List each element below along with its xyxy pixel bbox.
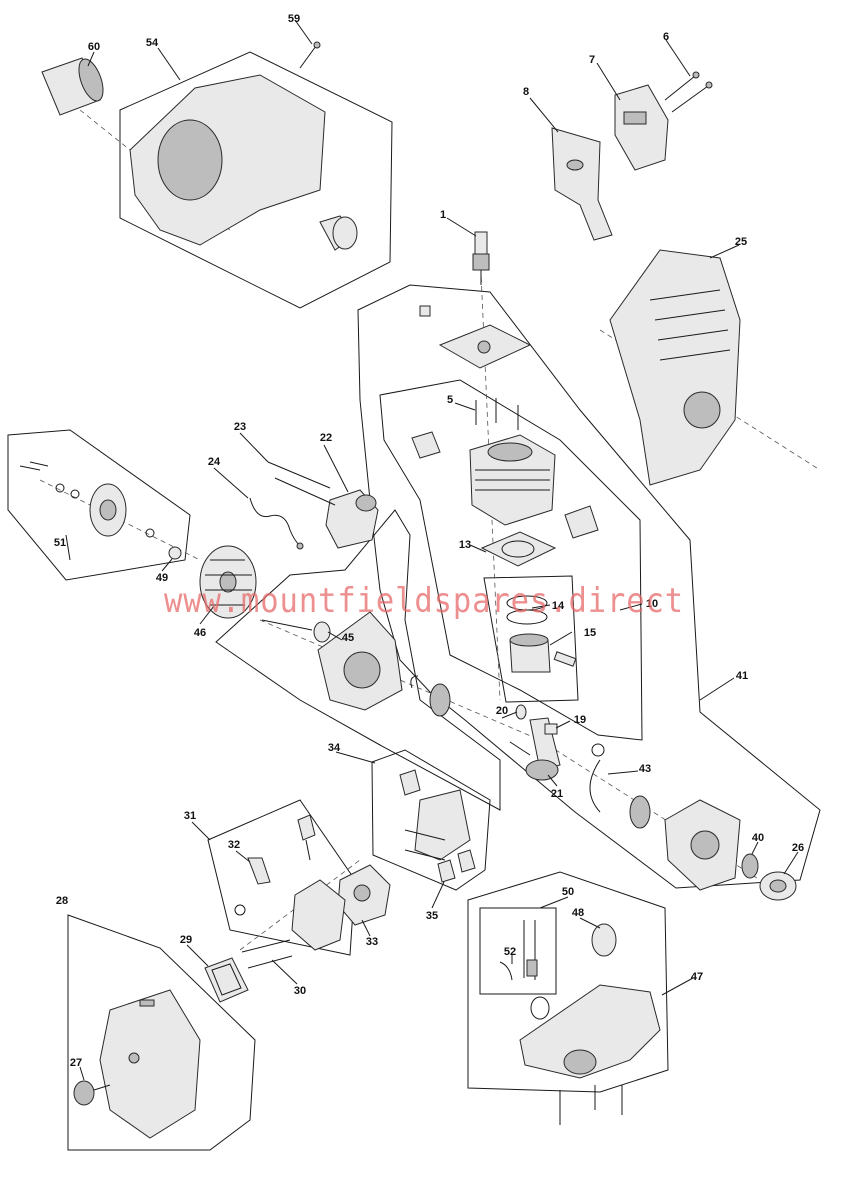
group-28-outline: [67, 914, 256, 1151]
callout-13: 13: [459, 539, 471, 551]
callout-8: 8: [523, 86, 529, 98]
group-47-outline: [467, 871, 669, 1093]
part-cylinder-plate: [419, 305, 532, 369]
callout-43: 43: [639, 763, 651, 775]
axis-51: [39, 479, 201, 561]
callout-32: 32: [228, 839, 240, 851]
callout-60: 60: [88, 41, 100, 53]
group-34-outline: [371, 749, 491, 891]
part-59-screw: [299, 41, 321, 69]
part-43-circlip: [589, 743, 605, 813]
callout-14: 14: [552, 600, 565, 612]
part-34-intake: [399, 769, 471, 861]
part-6-bolts: [664, 71, 713, 113]
part-32-choke: [234, 857, 271, 916]
part-22-ignition-coil: [325, 489, 379, 549]
callout-15: 15: [584, 627, 596, 639]
part-31-filter-base: [291, 814, 346, 951]
part-19-bearing: [544, 723, 558, 735]
callout-19: 19: [574, 714, 586, 726]
part-28-filter-cover: [99, 989, 201, 1139]
part-24-wire: [249, 497, 304, 550]
callout-46: 46: [194, 627, 206, 639]
leader-lines: [65, 19, 799, 1081]
callout-59: 59: [288, 13, 300, 25]
group-51-outline: [7, 429, 191, 581]
part-20-key: [515, 704, 527, 720]
callout-54: 54: [146, 37, 159, 49]
part-14-piston-rings: [506, 595, 548, 625]
part-46-flywheel: [199, 545, 257, 619]
callout-21: 21: [551, 788, 563, 800]
part-40-seal: [741, 853, 759, 879]
callout-29: 29: [180, 934, 192, 946]
callout-1: 1: [440, 209, 446, 221]
callout-40: 40: [752, 832, 764, 844]
callout-23: 23: [234, 421, 246, 433]
axis-crankshaft: [259, 619, 541, 741]
part-45-crankcase-left: [261, 611, 403, 711]
callout-30: 30: [294, 985, 306, 997]
callout-50: 50: [562, 886, 574, 898]
callout-52: 52: [504, 946, 516, 958]
callout-31: 31: [184, 810, 196, 822]
callout-45: 45: [342, 632, 354, 644]
part-60-sleeve: [41, 57, 104, 116]
part-33-carburetor: [337, 864, 391, 926]
group-10-outline: [379, 379, 643, 741]
part-54-fan-housing: [129, 74, 358, 251]
group-45-outline: [215, 509, 501, 811]
part-cylinder: [469, 434, 556, 526]
callout-25: 25: [735, 236, 747, 248]
part-bearing-right: [629, 795, 651, 829]
part-29-air-filter: [204, 957, 249, 1003]
group-50-outline: [479, 907, 557, 995]
callout-33: 33: [366, 936, 378, 948]
part-30-bolts: [241, 939, 293, 969]
watermark-text: www.mountfieldspares.direct: [164, 581, 684, 621]
group-54-outline: [119, 51, 393, 309]
callout-35: 35: [426, 910, 438, 922]
callout-6: 6: [663, 31, 669, 43]
part-35-gaskets: [437, 849, 476, 883]
callout-47: 47: [691, 971, 703, 983]
callout-49: 49: [156, 572, 168, 584]
part-15-piston: [509, 633, 577, 673]
part-5-bolts: [475, 398, 519, 430]
part-cylinder-gaskets: [411, 431, 599, 539]
callout-27: 27: [70, 1057, 82, 1069]
part-7-muffler: [614, 84, 669, 171]
part-52-fuel-filter: [499, 959, 538, 981]
part-48-fuel-cap: [530, 923, 617, 1020]
callout-48: 48: [572, 907, 584, 919]
part-23-bolts: [267, 461, 336, 506]
part-21-crankshaft: [509, 717, 561, 781]
callout-20: 20: [496, 705, 508, 717]
part-25-starter-housing: [609, 249, 741, 486]
group-41-outline: [357, 284, 821, 889]
callout-26: 26: [792, 842, 804, 854]
part-1-spark-plug: [472, 231, 490, 285]
callout-24: 24: [208, 456, 221, 468]
callout-7: 7: [589, 54, 595, 66]
callout-10: 10: [646, 598, 658, 610]
part-47-fuel-tank: [519, 984, 661, 1125]
callout-51: 51: [54, 537, 66, 549]
callout-22: 22: [320, 432, 332, 444]
part-bearing-left: [410, 675, 451, 717]
part-49-washer: [168, 546, 182, 560]
part-13-gasket: [480, 531, 557, 567]
callout-34: 34: [328, 742, 341, 754]
callout-labels: 1 5 6 7 8 10 13 14 15 19 20 21 22 23 24 …: [54, 13, 804, 1069]
group-15-outline: [483, 575, 579, 703]
callout-5: 5: [447, 394, 453, 406]
part-27-knob: [73, 1080, 111, 1106]
callout-41: 41: [736, 670, 748, 682]
part-51-clutch: [19, 461, 155, 538]
part-26-coupling: [759, 871, 797, 901]
part-8-heat-shield: [551, 127, 613, 241]
callout-28: 28: [56, 895, 68, 907]
part-crankcase-right: [664, 799, 741, 891]
